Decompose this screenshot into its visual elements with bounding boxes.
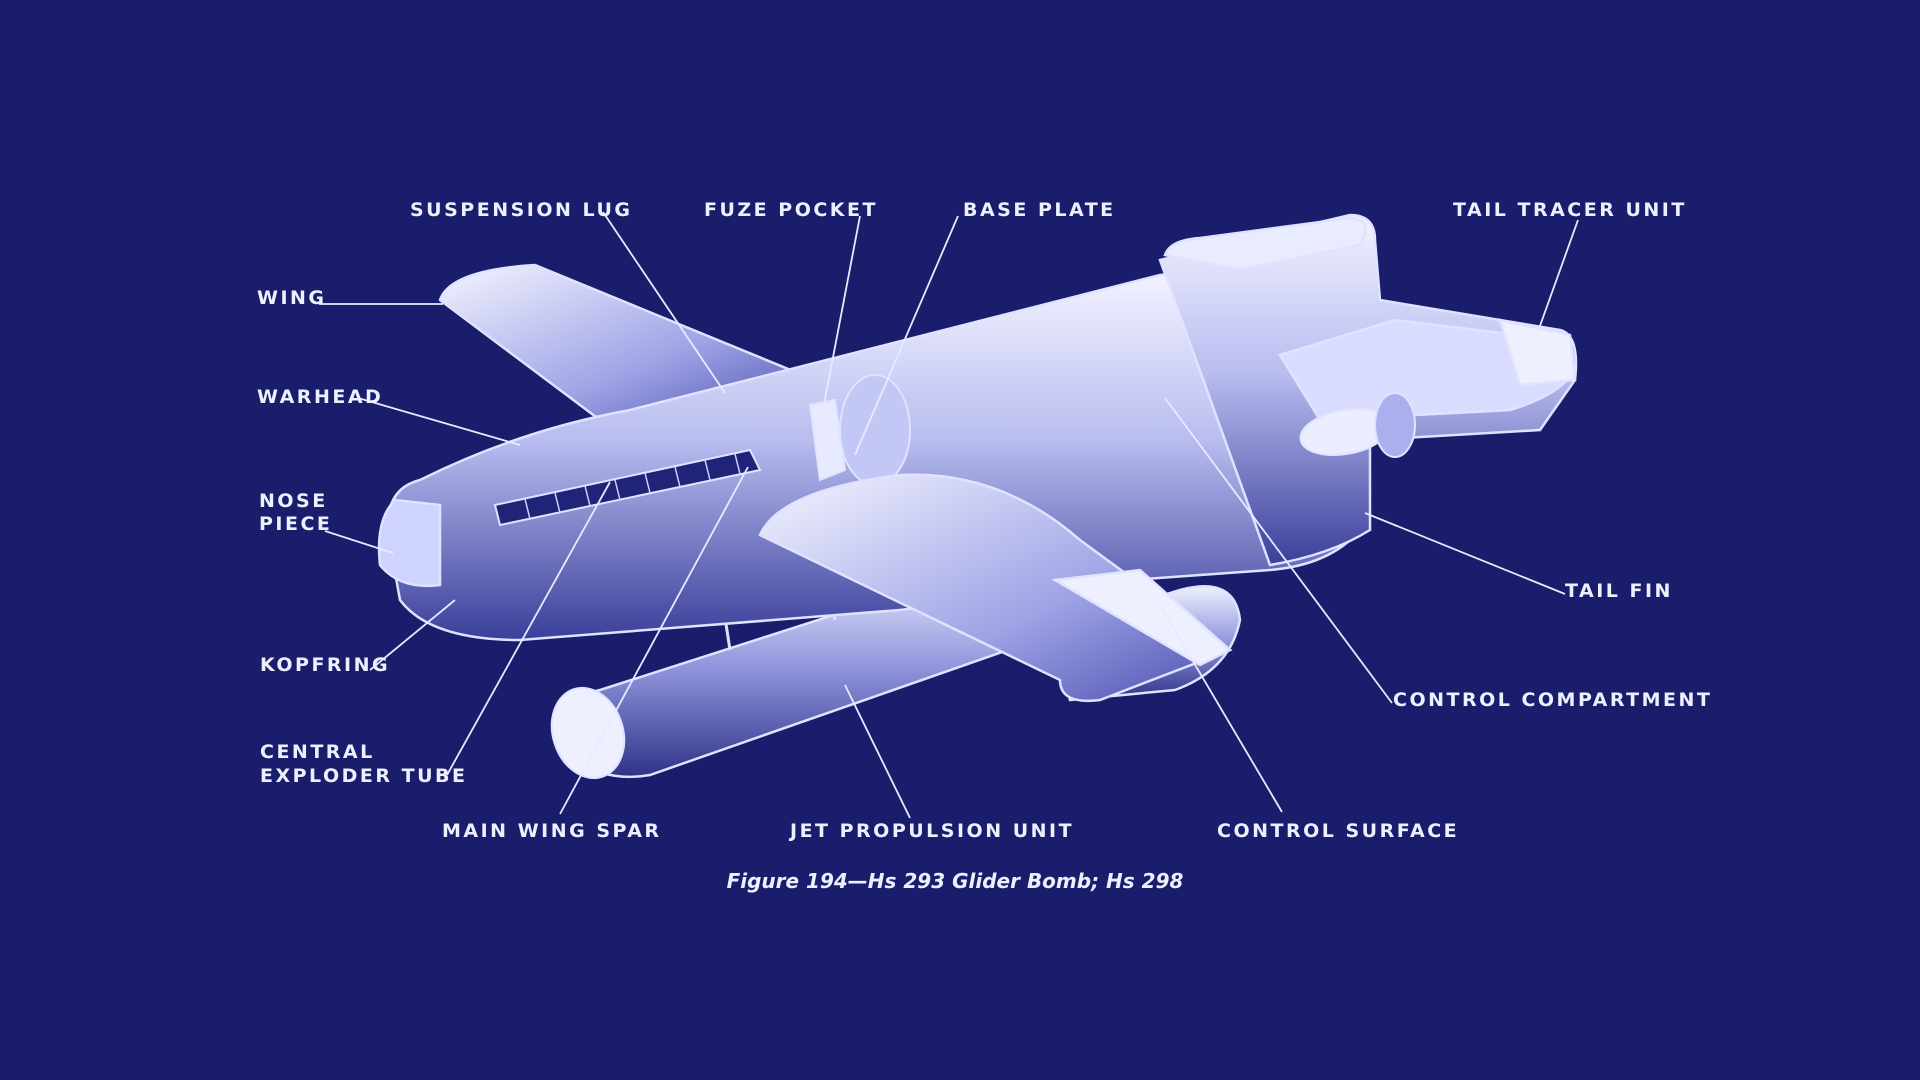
label-central-exploder-tube-line1: CENTRAL (260, 741, 375, 763)
exploder-tube-window (493, 448, 762, 527)
control-surface-shape (1051, 568, 1233, 667)
label-jet-propulsion-unit: JET PROPULSION UNIT (788, 820, 1074, 842)
label-central-exploder-tube-line2: EXPLODER TUBE (260, 765, 467, 787)
tail-tracer-unit-shape (1498, 318, 1577, 387)
label-control-surface: CONTROL SURFACE (1217, 820, 1459, 842)
figure-caption: Figure 194—Hs 293 Glider Bomb; Hs 298 (727, 869, 1184, 893)
callout-labels: SUSPENSION LUG FUZE POCKET BASE PLATE TA… (257, 199, 1712, 842)
label-fuze-pocket: FUZE POCKET (704, 199, 878, 221)
near-wing-shape (758, 473, 1233, 703)
label-nose-piece-line1: NOSE (259, 490, 328, 512)
label-control-compartment: CONTROL COMPARTMENT (1393, 689, 1712, 711)
label-wing: WING (257, 287, 327, 309)
label-kopfring: KOPFRING (260, 654, 390, 676)
label-main-wing-spar: MAIN WING SPAR (442, 820, 662, 842)
label-warhead: WARHEAD (257, 386, 383, 408)
nose-piece-shape (377, 498, 442, 587)
label-suspension-lug: SUSPENSION LUG (410, 199, 632, 221)
label-tail-tracer-unit: TAIL TRACER UNIT (1453, 199, 1687, 221)
missile-drawing (377, 213, 1578, 780)
label-nose-piece-line2: PIECE (259, 513, 332, 535)
leader-lines (319, 211, 1579, 819)
label-base-plate: BASE PLATE (963, 199, 1116, 221)
label-tail-fin: TAIL FIN (1565, 580, 1673, 602)
